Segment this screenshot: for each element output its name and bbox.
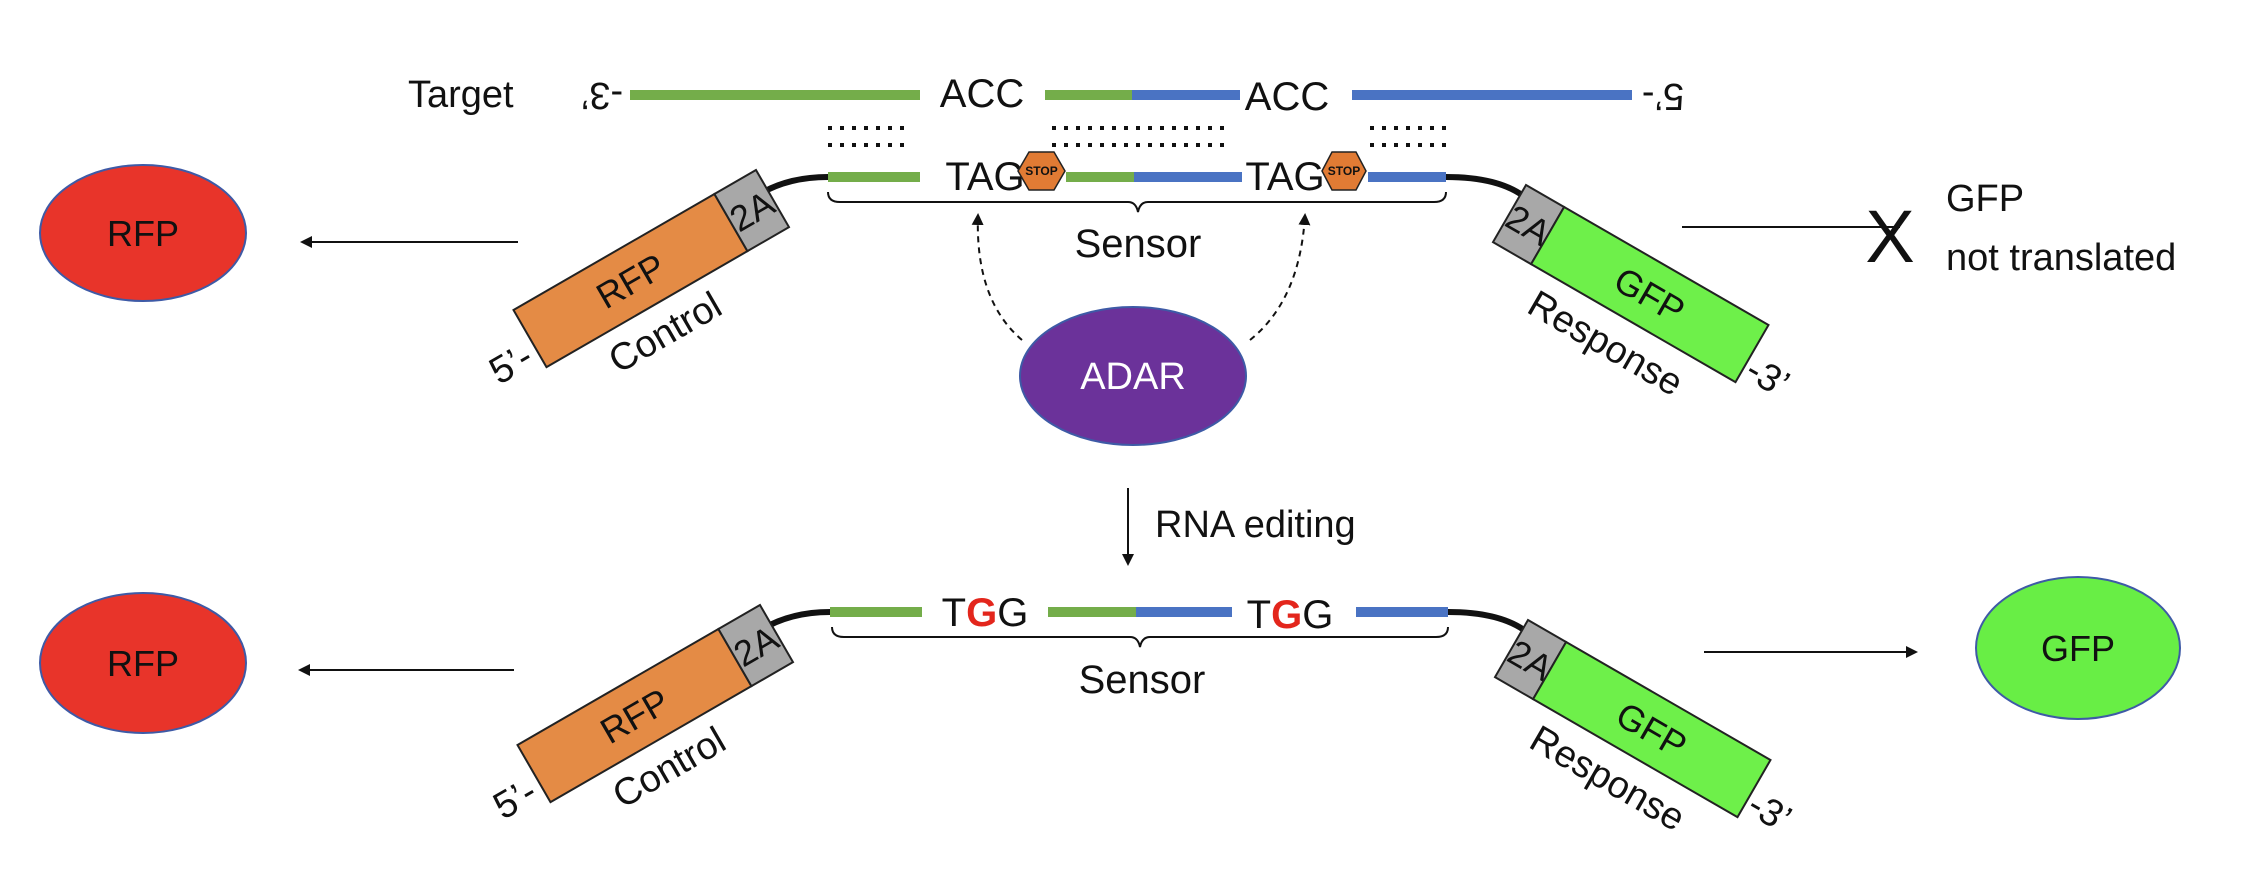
stop-sign-text-1: STOP <box>1025 164 1057 178</box>
edited-sensor-bracket <box>831 626 1449 648</box>
pairing-dots-group-2 <box>1052 126 1224 147</box>
control-construct-bottom: RFP 2A Control 5’- <box>486 603 795 828</box>
dashed-curved-arrow-icon <box>971 213 1023 341</box>
sensor-blue-segment-1 <box>1134 172 1242 182</box>
pairing-dots-group-3 <box>1370 126 1446 147</box>
gfp-coding-box-bottom <box>1531 640 1772 819</box>
target-five-prime-text: 5’- <box>1642 75 1684 117</box>
five-prime-label-bottom: 5’- <box>486 771 544 828</box>
target-green-segment-2 <box>1045 90 1132 100</box>
right-connector-curve <box>1445 174 1528 201</box>
gfp-result-line2: not translated <box>1946 237 2176 279</box>
rfp-protein-oval-bottom <box>39 592 247 734</box>
response-construct-bottom: 2A GFP Response -3’ <box>1493 618 1798 841</box>
target-three-prime-end: -3’ <box>581 74 623 116</box>
gfp-result-line1: GFP <box>1946 178 2024 220</box>
stop-sign-icon: STOP <box>1321 151 1367 191</box>
sensor-green-segment-1 <box>828 172 920 182</box>
gfp-protein-label: GFP <box>2041 628 2115 669</box>
target-label: Target <box>408 74 514 116</box>
adar-enzyme-oval <box>1019 306 1247 446</box>
edited-codon-1: TGG <box>942 591 1029 635</box>
response-construct: 2A GFP Response -3’ <box>1491 183 1796 406</box>
edited-green-segment-2 <box>1048 607 1136 617</box>
target-blue-segment-2 <box>1352 90 1632 100</box>
stop-sign-icon: STOP <box>1017 151 1066 191</box>
gfp-coding-box <box>1529 205 1770 384</box>
sensor-label: Sensor <box>1075 222 1202 266</box>
sensor-blue-segment-2 <box>1368 172 1446 182</box>
bottom-panel: TGG TGG Sensor RFP 2A Control 5’- 2A GFP… <box>39 576 2181 841</box>
x-cross-icon: X <box>1865 195 1914 278</box>
sensor-tag-codon-2: TAG <box>1245 155 1324 199</box>
rna-editing-label: RNA editing <box>1155 504 1356 546</box>
rfp-protein-label: RFP <box>107 213 179 254</box>
right-connector-curve-bottom <box>1447 609 1530 636</box>
gfp-protein-oval <box>1975 576 2181 720</box>
target-acc-codon-1: ACC <box>940 72 1024 116</box>
sensor-green-segment-2 <box>1066 172 1134 182</box>
target-green-segment-1 <box>630 90 920 100</box>
pairing-dots <box>828 126 1446 147</box>
target-three-prime-text: -3’ <box>581 74 623 116</box>
rna-editing-step: RNA editing <box>1122 488 1356 566</box>
target-blue-segment-1 <box>1132 90 1240 100</box>
stop-sign-text-2: STOP <box>1328 164 1360 178</box>
sensor-bracket <box>827 191 1447 213</box>
edited-codon-2: TGG <box>1247 593 1334 637</box>
top-panel: Target -3’ ACC ACC 5’- <box>39 72 2176 446</box>
target-five-prime-end: 5’- <box>1642 75 1684 117</box>
five-prime-label: 5’- <box>482 336 540 393</box>
edited-sensor-label: Sensor <box>1079 658 1206 702</box>
rfp-protein-oval <box>39 164 247 302</box>
dashed-curved-arrow-icon <box>1249 213 1311 341</box>
pairing-dots-group-1 <box>828 126 904 147</box>
edited-blue-segment-1 <box>1136 607 1232 617</box>
edited-blue-segment-2 <box>1356 607 1448 617</box>
sensor-tag-codon-1: TAG <box>945 155 1024 199</box>
control-construct: RFP 2A Control 5’- <box>482 168 791 393</box>
adar-label: ADAR <box>1080 356 1186 398</box>
linker-2a-box-left <box>713 168 791 253</box>
linker-2a-box-left-bottom <box>717 603 795 688</box>
edited-green-segment-1 <box>830 607 922 617</box>
target-acc-codon-2: ACC <box>1245 75 1329 119</box>
rfp-protein-label-bottom: RFP <box>107 643 179 684</box>
